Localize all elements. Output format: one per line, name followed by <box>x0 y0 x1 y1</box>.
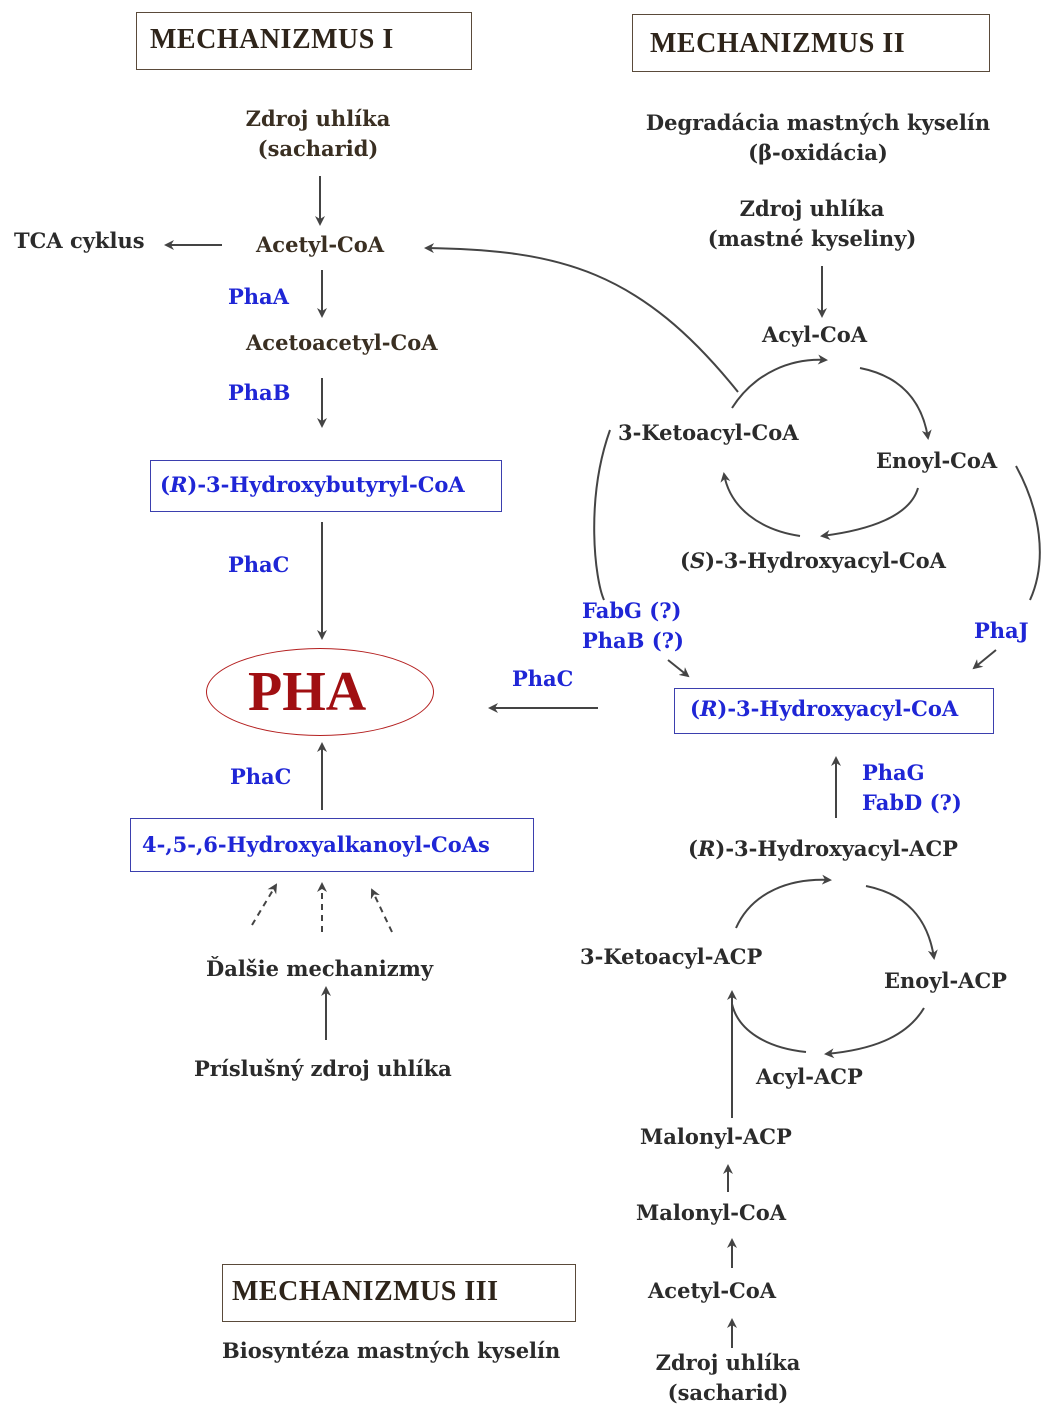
pha-ellipse <box>206 648 434 736</box>
acp-paren: ( <box>688 836 698 861</box>
r-hydroxyacyl-coa: (R)-3-Hydroxyacyl-CoA <box>690 696 958 721</box>
r-paren: ( <box>690 696 700 721</box>
arrow-ketoacp-to-racp <box>735 874 832 929</box>
acp-rest: )-3-Hydroxyacyl-ACP <box>715 836 958 861</box>
arrow-enoyl-to-s <box>820 487 919 540</box>
enzyme-fabG: FabG (?) <box>582 598 682 623</box>
m2-acyl-coa: Acyl-CoA <box>762 322 867 347</box>
m2-source-line2: (mastné kyseliny) <box>707 226 917 251</box>
enzyme-phaJ: PhaJ <box>974 618 1029 643</box>
m1-source-line1: Zdroj uhlíka <box>245 106 391 131</box>
hydroxyalkanoyl-coas: 4-,5-,6-Hydroxyalkanoyl-CoAs <box>142 832 490 857</box>
other-mechanisms: Ďalšie mechanizmy <box>206 956 434 981</box>
m2-ketoacyl-coa: 3-Ketoacyl-CoA <box>618 420 799 445</box>
r-rest: )-3-Hydroxyacyl-CoA <box>717 696 959 721</box>
mechanism-3-title: MECHANIZMUS III <box>232 1276 499 1307</box>
m1-acetyl-coa: Acetyl-CoA <box>256 232 385 257</box>
hydroxybutyryl-coa: (R)-3-Hydroxybutyryl-CoA <box>160 472 465 497</box>
mechanism-3-box <box>222 1264 576 1322</box>
hydroxyalkanoyl-box <box>130 818 534 872</box>
enzyme-fabD: FabD (?) <box>862 790 962 815</box>
hb-rest: )-3-Hydroxybutyryl-CoA <box>187 472 465 497</box>
m2-source-line1: Zdroj uhlíka <box>739 196 885 221</box>
respective-carbon-source: Príslušný zdroj uhlíka <box>194 1056 452 1081</box>
hb-paren: ( <box>160 472 170 497</box>
s-paren: ( <box>680 548 690 573</box>
mechanism-2-box <box>632 14 990 72</box>
enzyme-phaC-top: PhaC <box>228 552 290 577</box>
acyl-acp: Acyl-ACP <box>756 1064 863 1089</box>
r-hydroxyacyl-acp: (R)-3-Hydroxyacyl-ACP <box>688 836 958 861</box>
r-hydroxyacyl-box <box>674 688 994 734</box>
arrow-fabg-to-r <box>667 659 690 678</box>
arrow-phaj-to-r <box>972 649 997 670</box>
arrow-racp-to-enoylacp <box>865 885 938 960</box>
malonyl-coa: Malonyl-CoA <box>636 1200 787 1225</box>
arrow-ketoacyl-to-r-fabg <box>593 429 611 601</box>
dashed-arrows <box>251 882 393 933</box>
enzyme-phaC-right: PhaC <box>512 666 574 691</box>
malonyl-acp: Malonyl-ACP <box>640 1124 792 1149</box>
arrow-enoyl-to-r-phaj <box>1015 465 1041 601</box>
m3-source-line2: (sacharid) <box>667 1380 789 1405</box>
pha-label: PHA <box>248 661 367 723</box>
arrow-acylacp-to-ketoacp <box>731 1003 807 1053</box>
s-letter: S <box>689 548 706 573</box>
mechanism-1-box <box>136 12 472 70</box>
enzyme-phaB-q: PhaB (?) <box>582 628 684 653</box>
enzyme-phaG: PhaG <box>862 760 925 785</box>
m2-s-hydroxyacyl-coa: (S)-3-Hydroxyacyl-CoA <box>680 548 946 573</box>
ketoacyl-acp: 3-Ketoacyl-ACP <box>580 944 763 969</box>
enoyl-acp: Enoyl-ACP <box>884 968 1007 993</box>
mechanism-1-title: MECHANIZMUS I <box>150 24 394 55</box>
m3-acetyl-coa: Acetyl-CoA <box>648 1278 777 1303</box>
enzyme-phaC-bottom: PhaC <box>230 764 292 789</box>
enzyme-phaA: PhaA <box>228 284 289 309</box>
arrow-ketoacyl-to-acyl <box>731 354 828 409</box>
enzyme-phaB: PhaB <box>228 380 291 405</box>
m2-degradation-line1: Degradácia mastných kyselín <box>645 110 991 135</box>
arrow-ketoacyl-to-acetyl <box>424 243 739 393</box>
m2-degradation-line2: (β-oxidácia) <box>748 140 888 165</box>
arrow-acyl-to-enoyl <box>859 367 932 440</box>
r-letter: R <box>699 696 718 721</box>
m3-source-line1: Zdroj uhlíka <box>655 1350 801 1375</box>
arrow-s-to-ketoacyl <box>720 472 801 537</box>
s-rest: )-3-Hydroxyacyl-CoA <box>705 548 946 573</box>
m1-acetoacetyl-coa: Acetoacetyl-CoA <box>246 330 438 355</box>
tca-cycle-label: TCA cyklus <box>14 228 145 253</box>
hb-r: R <box>169 472 188 497</box>
m1-source-line2: (sacharid) <box>257 136 379 161</box>
mechanism-2-title: MECHANIZMUS II <box>650 28 906 59</box>
m2-enoyl-coa: Enoyl-CoA <box>876 448 998 473</box>
m3-subtitle: Biosyntéza mastných kyselín <box>222 1338 561 1363</box>
arrow-enoylacp-to-acylacp <box>824 1007 925 1059</box>
hydroxybutyryl-box <box>150 460 502 512</box>
acp-r: R <box>697 836 716 861</box>
